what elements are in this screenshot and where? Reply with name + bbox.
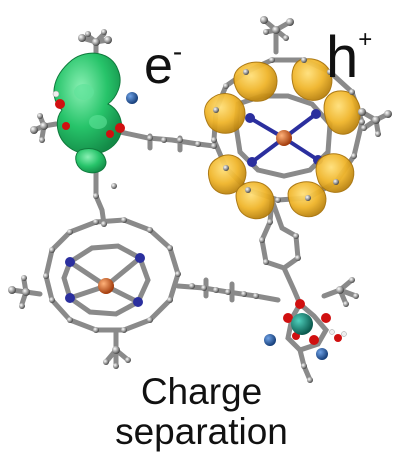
electron-symbol: e [144, 37, 173, 95]
nitrogen-atom [65, 257, 75, 267]
cluster-metal-atom [291, 313, 313, 335]
electron-charge-superscript: - [172, 36, 183, 67]
water-oxygen [334, 334, 342, 342]
electron-density-blob [53, 52, 123, 174]
caption-line-1: Charge [140, 371, 263, 412]
nitrogen-atom [245, 113, 255, 123]
nitrogen-atom [135, 253, 145, 263]
blue-atom [126, 92, 138, 104]
oxygen-atom [106, 130, 114, 138]
carbon-hydrogen-atoms [8, 16, 392, 383]
electron-label: e- [144, 36, 183, 95]
hole-label: h+ [326, 28, 372, 87]
top-left-cluster-atoms [52, 90, 138, 138]
bottom-porphyrin-core [65, 253, 145, 307]
oxygen-atom [62, 122, 70, 130]
caption: Charge separation [0, 372, 403, 452]
hole-porphyrin-core [245, 109, 323, 167]
oxygen-atom [115, 123, 125, 133]
oxygen-atom [55, 99, 65, 109]
blue-atom [264, 334, 276, 346]
nitrogen-atom [247, 157, 257, 167]
hole-density-lobes [204, 58, 361, 220]
caption-line-2: separation [115, 411, 288, 452]
nitrogen-atom [65, 293, 75, 303]
nitrogen-atom [311, 109, 321, 119]
right-cluster-atoms [264, 299, 347, 360]
hole-symbol: h [326, 25, 359, 90]
metal-center-atom [98, 278, 114, 294]
nitrogen-atom [133, 297, 143, 307]
blue-atom [316, 348, 328, 360]
metal-center-atom [276, 130, 292, 146]
hole-charge-superscript: + [358, 26, 373, 53]
